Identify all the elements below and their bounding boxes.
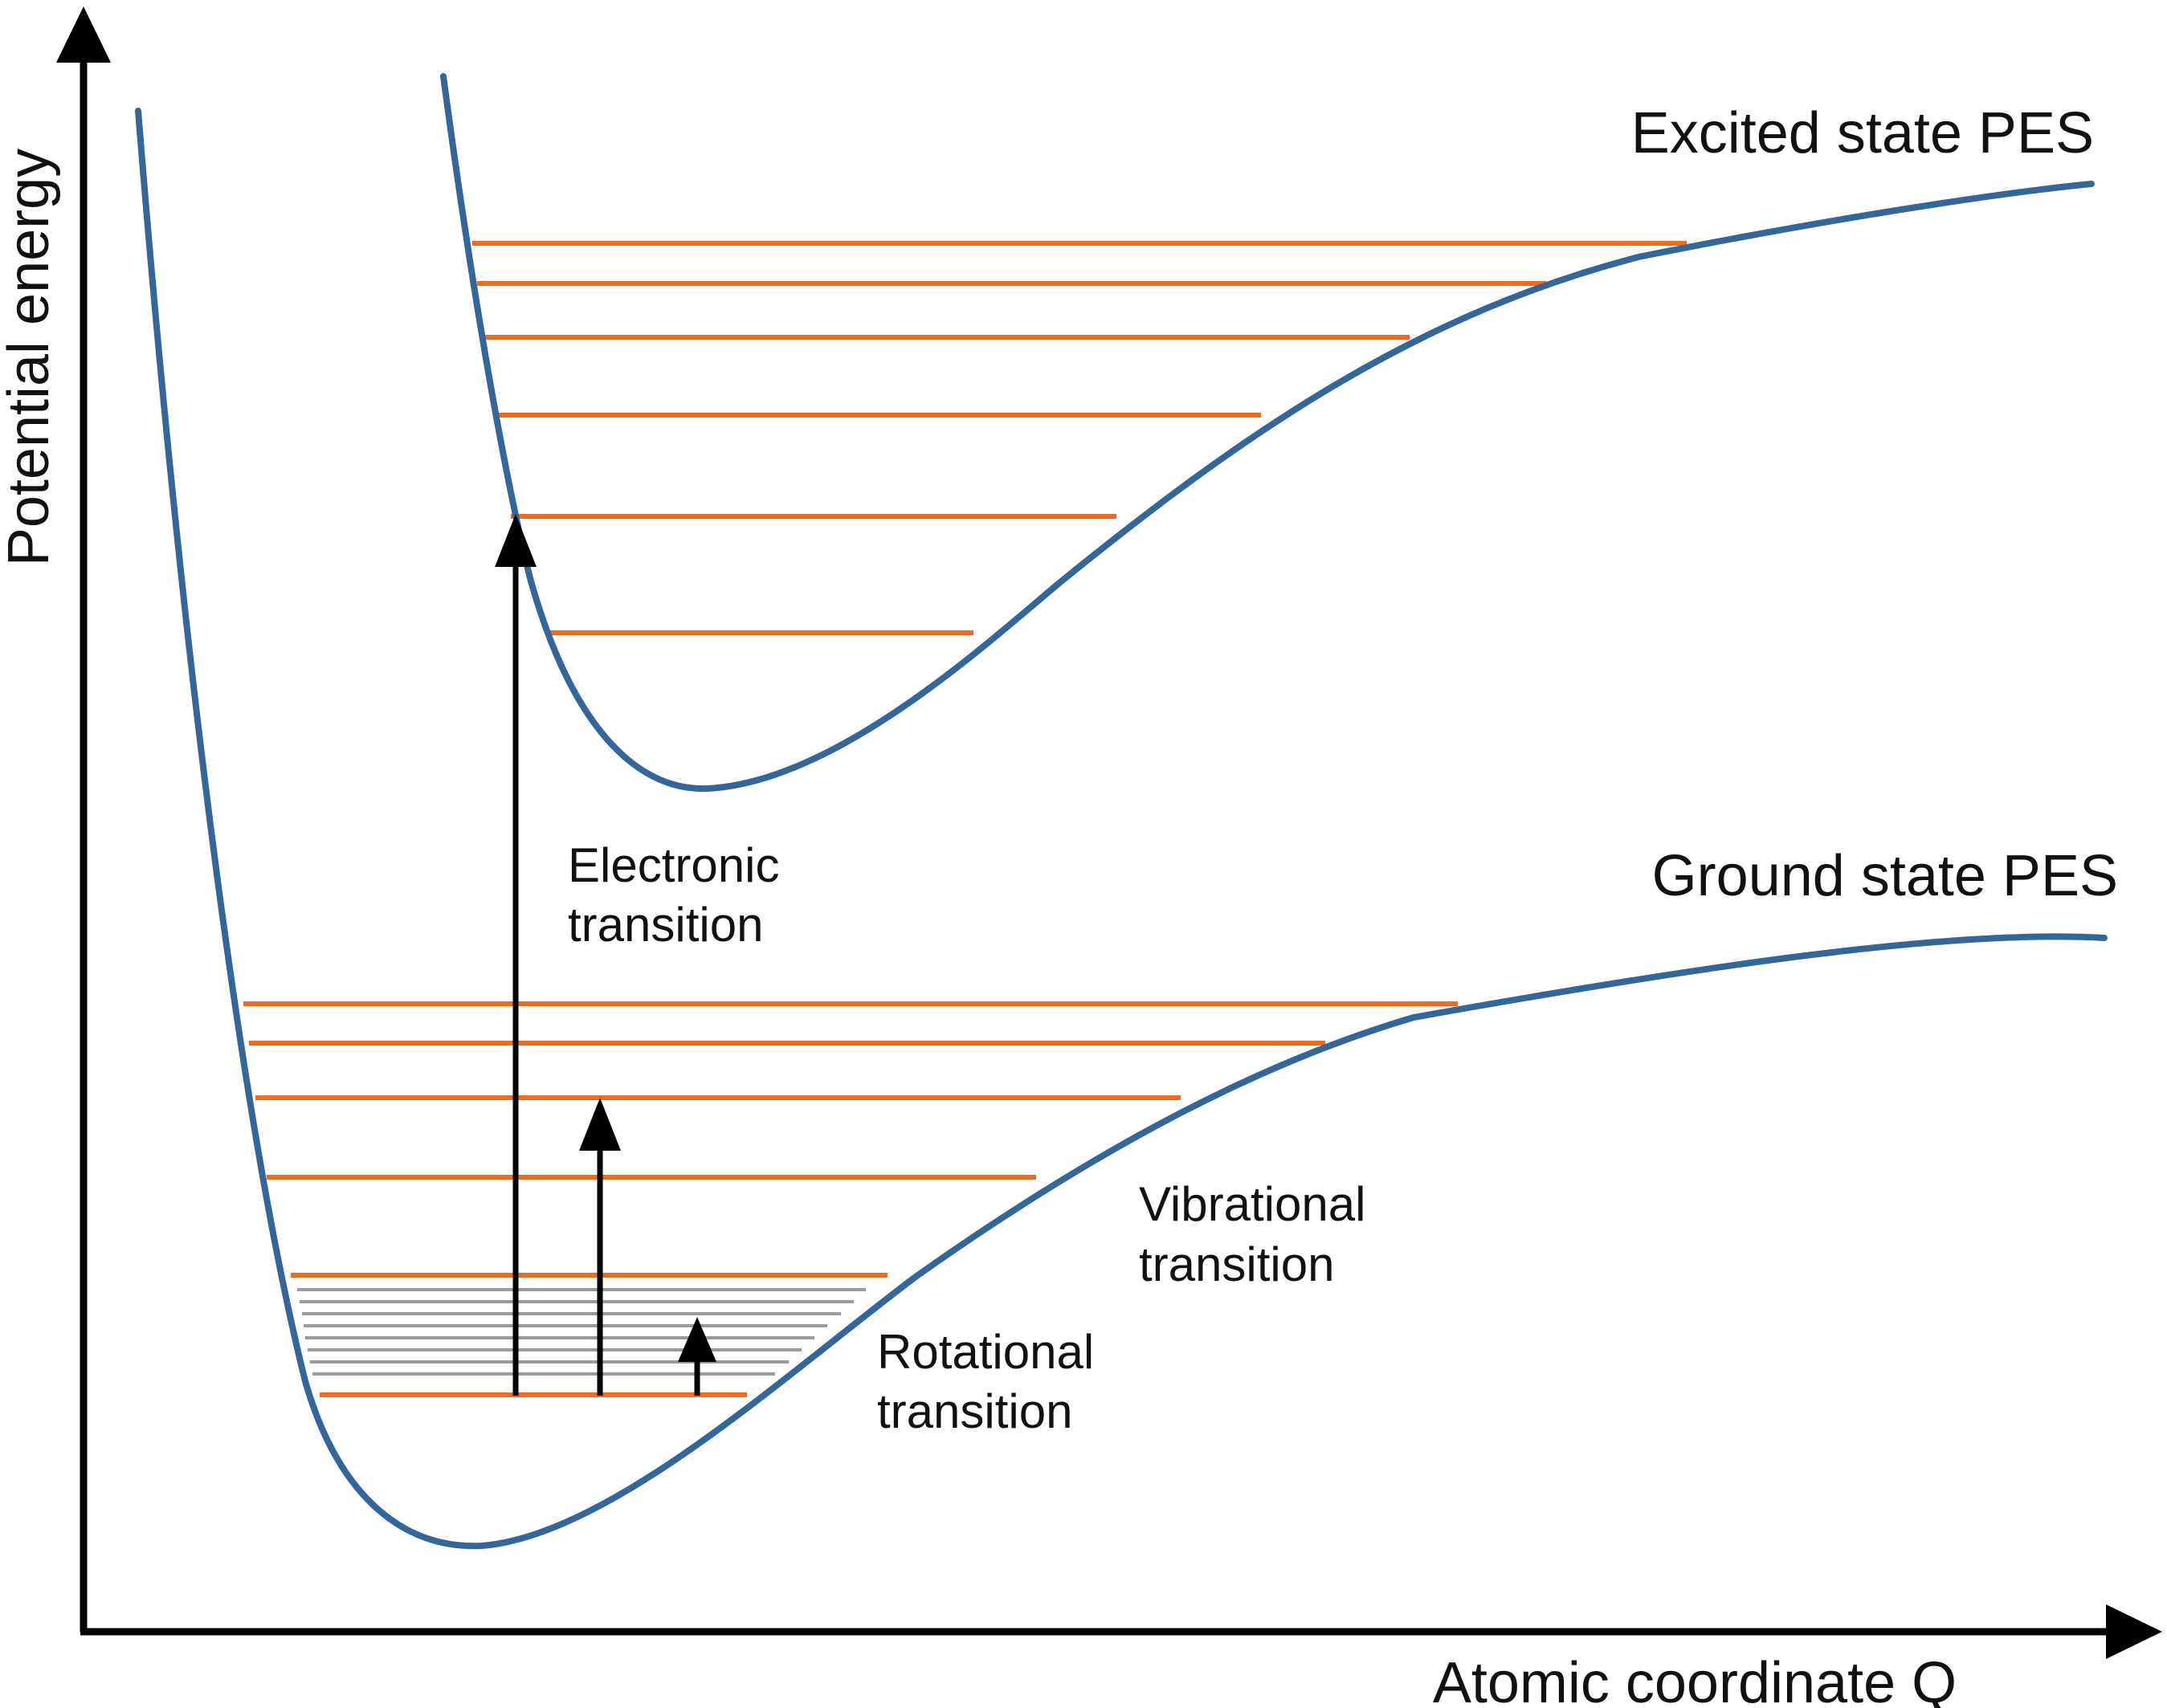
y-axis-label: Potential energy xyxy=(0,149,61,566)
excited-vibrational-levels xyxy=(472,241,1687,635)
ground-vibrational-levels xyxy=(243,1001,1458,1397)
axes xyxy=(56,6,2162,1659)
x-axis-arrowhead xyxy=(2106,1604,2162,1659)
vibrational-arrowhead xyxy=(579,1098,621,1151)
transition-arrows xyxy=(495,514,716,1396)
electronic-transition-label-line1: Electronic xyxy=(568,838,779,892)
rotational-transition-label-line2: transition xyxy=(877,1384,1072,1438)
y-axis-arrowhead xyxy=(56,6,111,63)
ground-state-curve xyxy=(135,108,2108,1550)
rotational-arrowhead xyxy=(678,1317,716,1362)
excited-state-curve xyxy=(440,73,2095,793)
electronic-arrowhead xyxy=(495,514,537,567)
rotational-transition-label-line1: Rotational xyxy=(877,1325,1094,1379)
ground-state-label: Ground state PES xyxy=(1652,844,2118,908)
vibrational-transition-label-line2: transition xyxy=(1139,1237,1334,1291)
excited-state-label: Excited state PES xyxy=(1631,101,2094,165)
vibrational-transition-label-line1: Vibrational xyxy=(1139,1177,1365,1231)
rotational-levels xyxy=(297,1288,866,1376)
electronic-transition-label-line2: transition xyxy=(568,898,763,952)
x-axis-label: Atomic coordinate Q xyxy=(1433,1651,1957,1708)
